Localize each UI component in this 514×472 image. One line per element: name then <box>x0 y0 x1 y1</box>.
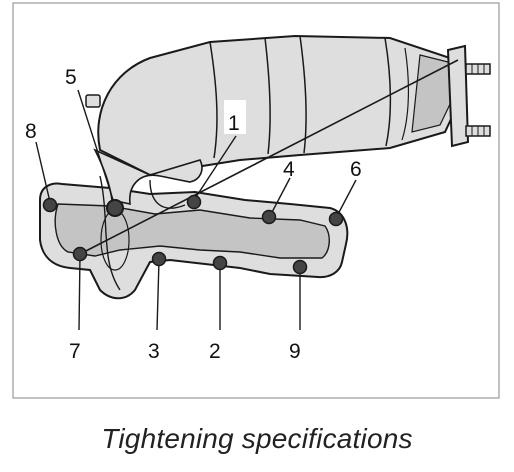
bolt-4-label: 4 <box>283 158 295 181</box>
figure-caption: Tightening specifications <box>101 423 413 454</box>
leader-line-4 <box>269 177 291 217</box>
manifold-runners <box>93 148 203 206</box>
bolt-2-marker <box>212 255 228 271</box>
leader-lines <box>35 89 357 331</box>
bolt-3-label: 3 <box>148 340 160 363</box>
leader-line-3 <box>156 259 160 331</box>
bolts <box>42 194 344 275</box>
leader-line-8 <box>35 141 51 203</box>
bolt-3-marker <box>151 251 167 267</box>
leader-line-5 <box>77 89 116 207</box>
bolt-6-marker <box>328 211 344 227</box>
bolt-5-label: 5 <box>65 66 77 89</box>
bolt-4-marker <box>261 209 277 225</box>
bolt-9-label: 9 <box>289 340 301 363</box>
bolt-1-marker <box>186 194 202 210</box>
bolt-1-label: 1 <box>228 112 240 135</box>
diagram-border <box>12 2 500 399</box>
alignment-line <box>79 59 459 255</box>
outlet-flange <box>446 44 491 148</box>
bolt-6-label: 6 <box>350 158 362 181</box>
bolt-8-label: 8 <box>25 120 37 143</box>
leader-line-7 <box>78 253 81 331</box>
bolt-5-marker <box>106 199 124 217</box>
bolt-2-label: 2 <box>209 340 221 363</box>
catalytic-converter <box>97 34 462 177</box>
upper-stud <box>85 94 101 108</box>
bolt-7-marker <box>72 246 88 262</box>
manifold-flange <box>39 175 349 300</box>
bolt-8-marker <box>42 197 58 213</box>
leader-line-1 <box>193 135 237 201</box>
label-1-backdrop <box>224 100 246 134</box>
bolt-callouts: 1 2 3 4 5 6 7 8 9 <box>25 66 362 363</box>
bolt-7-label: 7 <box>69 340 81 363</box>
bolt-9-marker <box>292 259 308 275</box>
leader-line-6 <box>335 179 357 219</box>
